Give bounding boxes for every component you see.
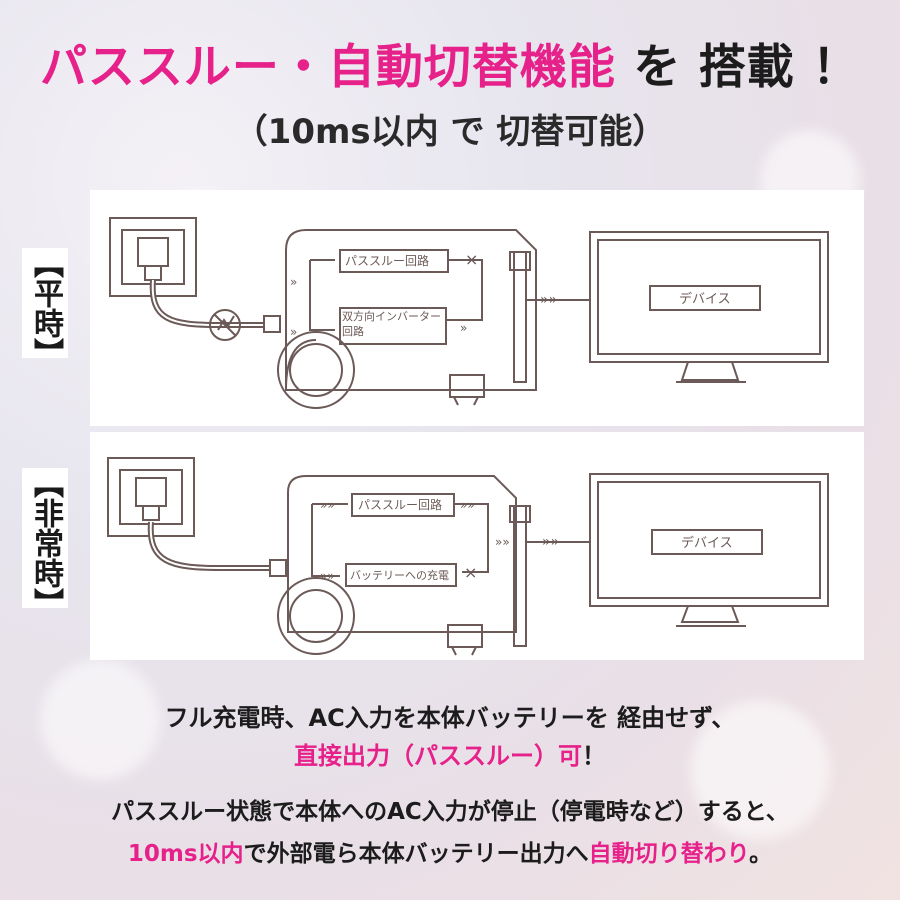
monitor-icon xyxy=(589,231,829,363)
svg-text:»»: »» xyxy=(495,535,510,549)
time-highlight: 10ms以内 xyxy=(127,841,244,867)
monitor-icon xyxy=(589,473,829,607)
page-subtitle: （10ms以内 で 切替可能） xyxy=(233,112,667,152)
svg-text:»: » xyxy=(460,321,467,335)
diagram-emergency: »» »» »» × »» »» パススルー回路 バッテリーへの充電 デバイス xyxy=(90,432,864,660)
side-label-normal-text: 【平時】 xyxy=(28,248,63,368)
power-off-icon xyxy=(209,309,241,341)
diagram-normal: × » »» » » パススルー回路 双方向インバーター回路 デバイス xyxy=(90,190,864,426)
passthrough-box-normal: パススルー回路 xyxy=(345,253,429,268)
side-label-normal: 【平時】 xyxy=(22,248,68,368)
passthrough-highlight: 直接出力（パススルー）可 xyxy=(294,742,582,770)
passthrough-box-emergency: パススルー回路 xyxy=(358,497,442,512)
svg-text:»»: »» xyxy=(320,498,335,512)
svg-text:»»: »» xyxy=(460,498,475,512)
body-line-2-end: ！ xyxy=(582,742,606,770)
body-line-4-mid: で外部電ら本体バッテリー出力へ xyxy=(243,841,589,867)
power-station-outline xyxy=(285,229,537,391)
page-title: パススルー・自動切替機能 を 搭載 ！ xyxy=(0,28,900,97)
body-line-2: 直接出力（パススルー）可！ xyxy=(0,736,900,771)
svg-text:×: × xyxy=(465,250,478,269)
title-highlight: パススルー・自動切替機能 xyxy=(39,40,616,95)
auto-switch-highlight: 自動切り替わり xyxy=(588,841,750,867)
device-box-emergency: デバイス xyxy=(681,535,733,551)
title-rest: を 搭載 ！ xyxy=(633,40,861,95)
svg-text:×: × xyxy=(464,563,477,582)
body-line-4: 10ms以内で外部電ら本体バッテリー出力へ自動切り替わり。 xyxy=(0,834,900,868)
body-line-3: パススルー状態で本体へのAC入力が停止（停電時など）すると、 xyxy=(111,799,789,825)
svg-text:»»: »» xyxy=(540,292,557,308)
svg-text:»: » xyxy=(290,275,297,289)
svg-text:»»: »» xyxy=(542,534,559,550)
svg-text:»»: »» xyxy=(320,569,335,583)
inverter-box: 双方向インバーター回路 xyxy=(342,310,441,338)
svg-text:»: » xyxy=(290,325,297,339)
side-label-emergency: 【非常時】 xyxy=(22,468,68,618)
body-line-4-end: 。 xyxy=(749,841,773,867)
side-label-emergency-text: 【非常時】 xyxy=(28,468,63,618)
power-station-outline xyxy=(287,475,517,633)
battery-charge-box: バッテリーへの充電 xyxy=(350,568,449,582)
device-box-normal: デバイス xyxy=(679,291,731,307)
body-line-1: フル充電時、AC入力を本体バッテリーを 経由せず、 xyxy=(164,704,736,732)
